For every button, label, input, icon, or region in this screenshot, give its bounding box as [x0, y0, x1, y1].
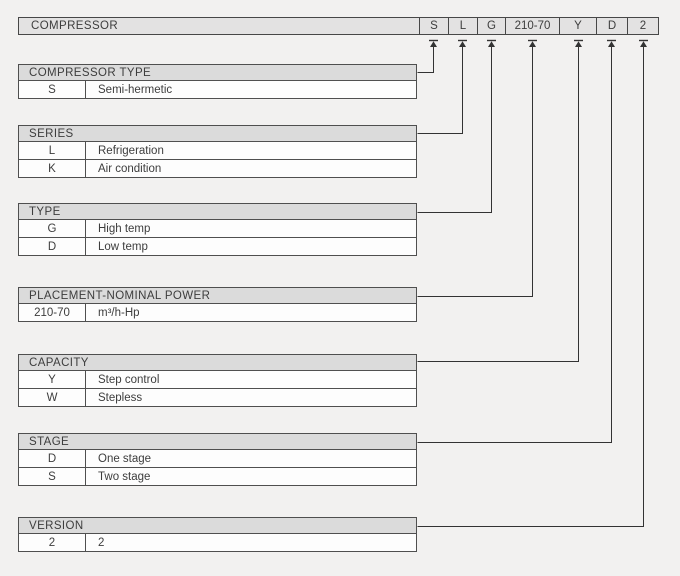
elbow-line	[417, 45, 533, 297]
up-arrow-icon	[529, 41, 536, 47]
up-arrow-icon	[608, 41, 615, 47]
row-code: G	[19, 220, 86, 237]
row-description: Two stage	[98, 470, 151, 483]
section-title: CAPACITY	[18, 354, 417, 371]
row-description: Stepless	[98, 391, 143, 404]
section: STAGE D One stage S Two stage	[18, 433, 417, 486]
table-row: L Refrigeration	[18, 142, 417, 160]
table-row: S Two stage	[18, 468, 417, 486]
up-arrow-icon	[459, 41, 466, 47]
row-code: S	[19, 468, 86, 485]
row-code: K	[19, 160, 86, 177]
table-row: D One stage	[18, 450, 417, 468]
code-cell: D	[596, 18, 627, 34]
row-description: m³/h-Hp	[98, 306, 140, 319]
row-description: One stage	[98, 452, 152, 465]
row-description: Step control	[98, 373, 160, 386]
elbow-line	[417, 45, 644, 527]
connector	[417, 39, 648, 527]
section-title: SERIES	[18, 125, 417, 142]
section-title: PLACEMENT-NOMINAL POWER	[18, 287, 417, 304]
connector	[417, 39, 537, 297]
code-cell: 210-70	[505, 18, 559, 34]
row-code: D	[19, 238, 86, 255]
row-code: S	[19, 81, 86, 98]
code-cell: L	[448, 18, 477, 34]
code-cell: S	[419, 18, 448, 34]
row-description: Air condition	[98, 162, 162, 175]
row-code: D	[19, 450, 86, 467]
row-code: W	[19, 389, 86, 406]
section: TYPE G High temp D Low temp	[18, 203, 417, 256]
connector	[417, 39, 467, 134]
section: PLACEMENT-NOMINAL POWER 210-70 m³/h-Hp	[18, 287, 417, 322]
compressor-label-cell: COMPRESSOR	[31, 20, 119, 32]
section: CAPACITY Y Step control W Stepless	[18, 354, 417, 407]
code-cell: 2	[627, 18, 658, 34]
row-code: L	[19, 142, 86, 159]
up-arrow-icon	[430, 41, 437, 47]
elbow-line	[417, 45, 434, 73]
elbow-line	[417, 45, 579, 362]
up-arrow-icon	[640, 41, 647, 47]
up-arrow-icon	[575, 41, 582, 47]
code-cell: Y	[559, 18, 596, 34]
row-description: Refrigeration	[98, 144, 164, 157]
table-row: S Semi-hermetic	[18, 81, 417, 99]
elbow-line	[417, 45, 612, 443]
connector	[417, 39, 496, 213]
row-code: 210-70	[19, 304, 86, 321]
section-title: COMPRESSOR TYPE	[18, 64, 417, 81]
row-description: High temp	[98, 222, 151, 235]
connector	[417, 39, 583, 362]
table-row: G High temp	[18, 220, 417, 238]
section-title: TYPE	[18, 203, 417, 220]
connector	[417, 39, 616, 443]
up-arrow-icon	[488, 41, 495, 47]
row-code: 2	[19, 534, 86, 551]
table-row: Y Step control	[18, 371, 417, 389]
row-description: Semi-hermetic	[98, 83, 173, 96]
row-description: Low temp	[98, 240, 148, 253]
row-description: 2	[98, 536, 105, 549]
table-row: 2 2	[18, 534, 417, 552]
row-code: Y	[19, 371, 86, 388]
section: VERSION 2 2	[18, 517, 417, 552]
code-cell: G	[477, 18, 505, 34]
table-row: D Low temp	[18, 238, 417, 256]
table-row: W Stepless	[18, 389, 417, 407]
elbow-line	[417, 45, 492, 213]
section: SERIES L Refrigeration K Air condition	[18, 125, 417, 178]
table-row: 210-70 m³/h-Hp	[18, 304, 417, 322]
section: COMPRESSOR TYPE S Semi-hermetic	[18, 64, 417, 99]
section-title: STAGE	[18, 433, 417, 450]
elbow-line	[417, 45, 463, 134]
connector	[417, 39, 438, 73]
table-row: K Air condition	[18, 160, 417, 178]
section-title: VERSION	[18, 517, 417, 534]
